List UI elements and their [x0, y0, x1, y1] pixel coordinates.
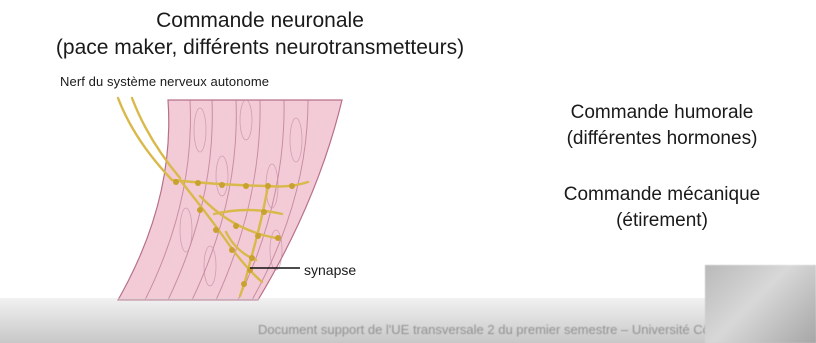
humoral-command-title: Commande humorale [512, 100, 812, 125]
speaker-video-thumbnail [705, 265, 816, 343]
mechanical-command-title: Commande mécanique [512, 182, 812, 207]
mechanical-command-detail: (étirement) [512, 208, 812, 233]
footer-caption: Document support de l'UE transversale 2 … [258, 322, 708, 337]
synapse-label: synapse [304, 262, 356, 278]
humoral-command-detail: (différentes hormones) [512, 126, 812, 151]
